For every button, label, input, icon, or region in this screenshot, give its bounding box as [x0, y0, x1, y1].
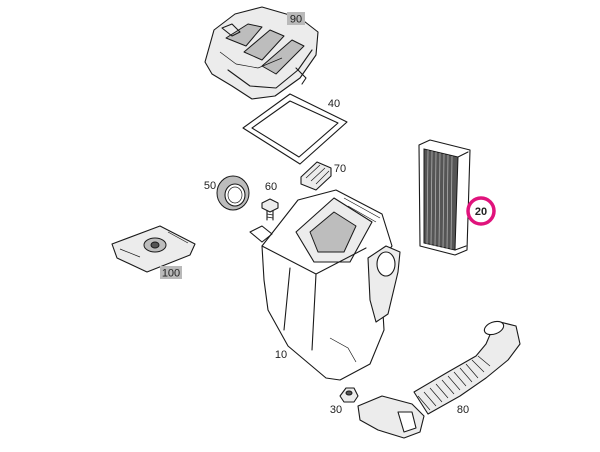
- svg-text:20: 20: [475, 206, 487, 218]
- part-100-bracket[interactable]: [111, 225, 196, 273]
- part-40-gasket[interactable]: [242, 93, 348, 165]
- part-10-filter-housing[interactable]: [249, 189, 401, 381]
- part-80-intake-hose[interactable]: [357, 319, 521, 439]
- svg-text:50: 50: [204, 180, 216, 192]
- label-30: 30: [330, 404, 342, 416]
- part-70-clip[interactable]: [300, 161, 332, 191]
- label-90: 90: [287, 12, 305, 26]
- part-30-grommet[interactable]: [339, 387, 359, 403]
- label-100: 100: [160, 266, 182, 280]
- svg-text:100: 100: [162, 268, 180, 280]
- part-50-seal-ring[interactable]: [216, 175, 250, 211]
- svg-text:90: 90: [290, 14, 302, 26]
- label-80: 80: [457, 404, 469, 416]
- svg-text:60: 60: [265, 181, 277, 193]
- label-40: 40: [328, 98, 340, 110]
- svg-text:30: 30: [330, 404, 342, 416]
- part-90-engine-cover[interactable]: [204, 6, 319, 100]
- part-60-bolt[interactable]: [261, 198, 279, 221]
- label-70: 70: [334, 163, 346, 175]
- label-20: 20: [466, 196, 496, 226]
- svg-text:70: 70: [334, 163, 346, 175]
- svg-text:10: 10: [275, 349, 287, 361]
- label-50: 50: [204, 180, 216, 192]
- label-60: 60: [265, 181, 277, 193]
- svg-text:40: 40: [328, 98, 340, 110]
- part-20-air-filter[interactable]: [418, 139, 471, 256]
- label-10: 10: [275, 349, 287, 361]
- svg-text:80: 80: [457, 404, 469, 416]
